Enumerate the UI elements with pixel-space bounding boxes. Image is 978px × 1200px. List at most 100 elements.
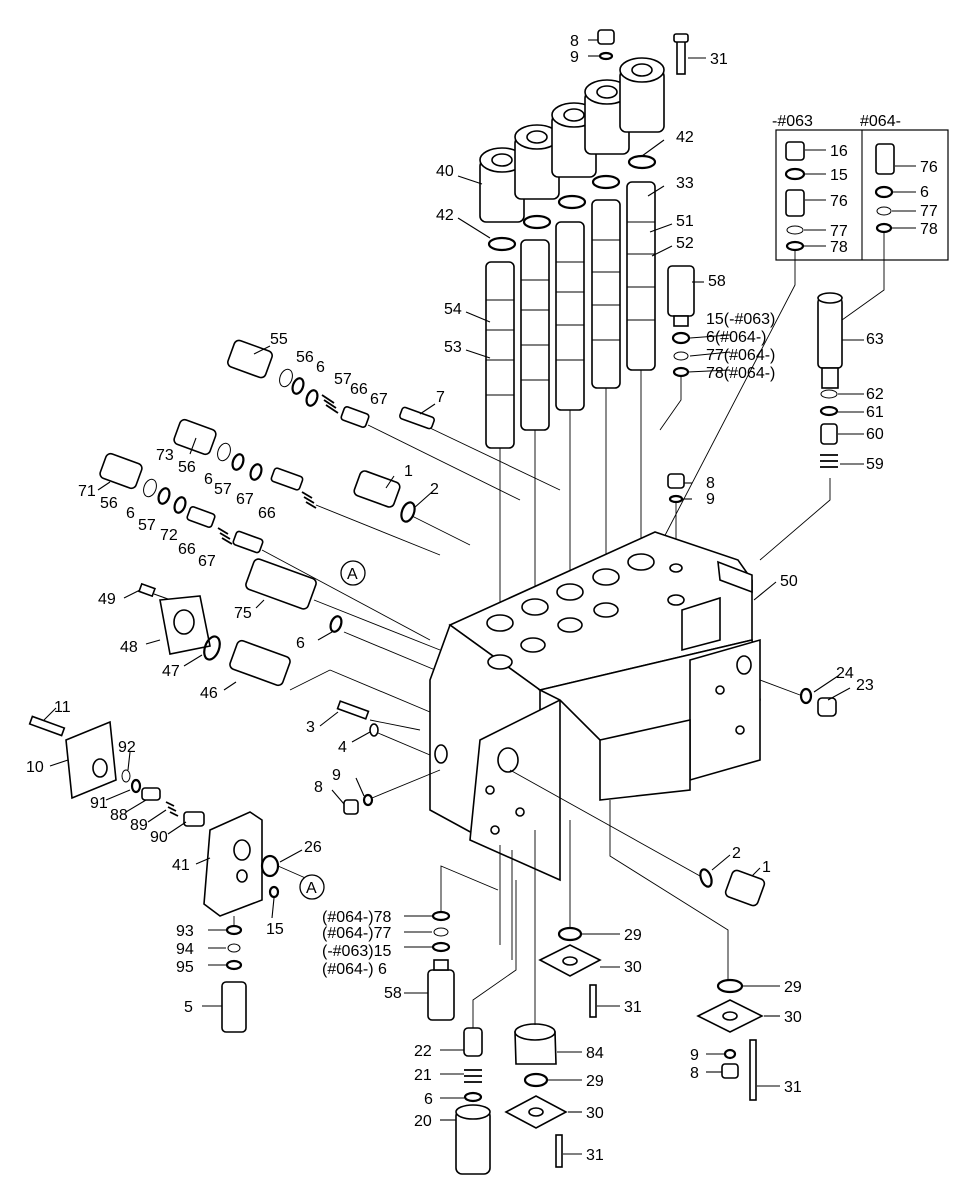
label-8: 8 xyxy=(706,475,715,492)
label-56: 56 xyxy=(296,349,314,366)
label-41: 41 xyxy=(172,857,190,874)
spool-33 xyxy=(626,181,656,371)
label-6: 6 xyxy=(296,635,305,652)
label-6: (#064-) 6 xyxy=(322,961,387,978)
label-90: 90 xyxy=(150,829,168,846)
label-95: 95 xyxy=(176,959,194,976)
label-78: (#064-)78 xyxy=(322,909,391,926)
label-5: 5 xyxy=(184,999,193,1016)
label-51: 51 xyxy=(676,213,694,230)
label-54: 54 xyxy=(444,301,462,318)
spool-53 xyxy=(485,261,515,449)
plug-stack-71 xyxy=(99,452,431,641)
label-29: 29 xyxy=(784,979,802,996)
label-30: 30 xyxy=(624,959,642,976)
label-57: 57 xyxy=(334,371,352,388)
label-6: 6 xyxy=(204,471,213,488)
label-57: 57 xyxy=(138,517,156,534)
label-48: 48 xyxy=(120,639,138,656)
label-30: 30 xyxy=(784,1009,802,1026)
inset-label-78: 78 xyxy=(830,239,848,256)
label-94: 94 xyxy=(176,941,194,958)
label-21: 21 xyxy=(414,1067,432,1084)
valve-58-top xyxy=(659,265,695,431)
label-23: 23 xyxy=(856,677,874,694)
inset-label-16: 16 xyxy=(830,143,848,160)
label-29: 29 xyxy=(586,1073,604,1090)
callout-a: A A xyxy=(299,560,366,900)
label-91: 91 xyxy=(90,795,108,812)
label-67: 67 xyxy=(370,391,388,408)
label-11: 11 xyxy=(54,699,71,716)
label-6: 6 xyxy=(424,1091,433,1108)
callout-a-lower: A xyxy=(306,880,317,897)
inset-valve-76b xyxy=(875,143,895,175)
inset-ring-77b xyxy=(876,206,892,216)
label-20: 20 xyxy=(414,1113,432,1130)
valve-75 xyxy=(245,558,317,610)
label-66: 66 xyxy=(258,505,276,522)
label-63: 63 xyxy=(866,331,884,348)
cover-10 xyxy=(65,720,117,800)
inset-oring-78 xyxy=(785,240,805,252)
callout-a-upper: A xyxy=(347,566,358,583)
inset-label-15: 15 xyxy=(830,167,848,184)
label-42: 42 xyxy=(676,129,694,146)
label-71: 71 xyxy=(78,483,96,500)
inset-label-76: 76 xyxy=(830,193,848,210)
plug-stack-73 xyxy=(173,418,441,556)
label-1: 1 xyxy=(404,463,413,480)
label-9: 9 xyxy=(690,1047,699,1064)
plug-stack-55 xyxy=(227,339,561,501)
label-42: 42 xyxy=(436,207,454,224)
label-1: 1 xyxy=(762,859,771,876)
label-78: 78(#064-) xyxy=(706,365,775,382)
inset-right-header: #064- xyxy=(860,113,901,130)
label-7: 7 xyxy=(436,389,445,406)
block-41 xyxy=(203,811,311,917)
label-92: 92 xyxy=(118,739,136,756)
label-10: 10 xyxy=(26,759,44,776)
oring-9-top xyxy=(598,51,614,61)
variant-inset: -#063 #064- 16 15 76 77 78 76 6 77 78 xyxy=(659,113,949,546)
valve-58-bottom xyxy=(427,865,499,1021)
label-15: (-#063)15 xyxy=(322,943,391,960)
left-mid-parts xyxy=(138,558,441,713)
label-49: 49 xyxy=(98,591,116,608)
plug-8-top xyxy=(597,29,615,45)
label-53: 53 xyxy=(444,339,462,356)
valve-5-stack xyxy=(221,916,247,1033)
label-31: 31 xyxy=(710,51,728,68)
spool-54 xyxy=(520,239,550,431)
label-24: 24 xyxy=(836,665,854,682)
label-66: 66 xyxy=(350,381,368,398)
plug-23 xyxy=(759,679,837,717)
label-4: 4 xyxy=(338,739,347,756)
label-8: 8 xyxy=(314,779,323,796)
label-88: 88 xyxy=(110,807,128,824)
inset-label-76b: 76 xyxy=(920,159,938,176)
label-57: 57 xyxy=(214,481,232,498)
inset-left-header: -#063 xyxy=(772,113,813,130)
part-labels: 8 9 31 42 40 33 42 51 52 58 54 53 15(-#0… xyxy=(26,33,884,1164)
label-59: 59 xyxy=(866,456,884,473)
label-15: 15 xyxy=(266,921,284,938)
label-8: 8 xyxy=(690,1065,699,1082)
valve-63-stack xyxy=(759,292,843,561)
label-89: 89 xyxy=(130,817,148,834)
label-8: 8 xyxy=(570,33,579,50)
inset-label-77b: 77 xyxy=(920,203,938,220)
plug-8-middle xyxy=(667,473,685,560)
label-75: 75 xyxy=(234,605,252,622)
inset-oring-6 xyxy=(874,185,894,199)
label-67: 67 xyxy=(236,491,254,508)
inset-label-78b: 78 xyxy=(920,221,938,238)
label-77: (#064-)77 xyxy=(322,925,391,942)
label-31: 31 xyxy=(586,1147,604,1164)
label-61: 61 xyxy=(866,404,884,421)
label-73: 73 xyxy=(156,447,174,464)
check-valve-1-upper xyxy=(353,470,471,546)
label-22: 22 xyxy=(414,1043,432,1060)
